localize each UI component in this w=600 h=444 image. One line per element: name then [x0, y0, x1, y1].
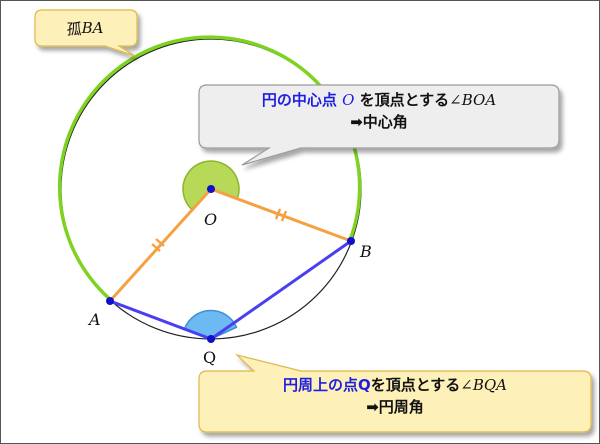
center-callout-point: O [342, 91, 355, 109]
label-o: O [204, 210, 217, 229]
center-callout-line1: 円の中心点 O を頂点とする∠BOA [201, 89, 557, 111]
arc-callout-bubble [34, 9, 138, 57]
arc-callout-name: BA [81, 19, 104, 37]
center-callout-bubble [198, 84, 560, 166]
inscribed-callout-text: 円周上の点Qを頂点とする∠BQA ➡円周角 [201, 374, 589, 418]
chord-qb [210, 239, 352, 341]
point-o [207, 185, 215, 193]
center-callout-result: ➡中心角 [350, 113, 408, 131]
point-a [106, 297, 114, 305]
inscribed-callout-mid: を頂点とする [370, 376, 461, 394]
inscribed-callout-result: ➡円周角 [366, 398, 424, 416]
label-q: Q [203, 348, 216, 367]
inscribed-callout-highlight: 円周上の点Q [282, 376, 371, 394]
center-callout-mid: を頂点とする [359, 91, 450, 109]
label-a: A [87, 310, 101, 329]
point-b [347, 237, 355, 245]
chord-qa [109, 299, 212, 341]
inscribed-callout-line1: 円周上の点Qを頂点とする∠BQA [201, 374, 589, 396]
inscribed-angle-wedge [183, 309, 238, 340]
point-q [207, 335, 215, 343]
radius-ob [210, 187, 352, 243]
radius-ob-ticks [274, 208, 288, 222]
inscribed-callout-bubble [198, 353, 592, 433]
arc-callout-prefix: 孤 [66, 19, 82, 38]
label-b: B [359, 242, 372, 261]
radius-oa [108, 187, 213, 303]
center-callout-angle: ∠BOA [449, 91, 497, 109]
center-callout-highlight: 円の中心点 [261, 91, 337, 109]
inscribed-callout-angle: ∠BQA [460, 376, 508, 394]
radius-oa-ticks [151, 238, 165, 252]
center-callout-text: 円の中心点 O を頂点とする∠BOA ➡中心角 [201, 89, 557, 133]
